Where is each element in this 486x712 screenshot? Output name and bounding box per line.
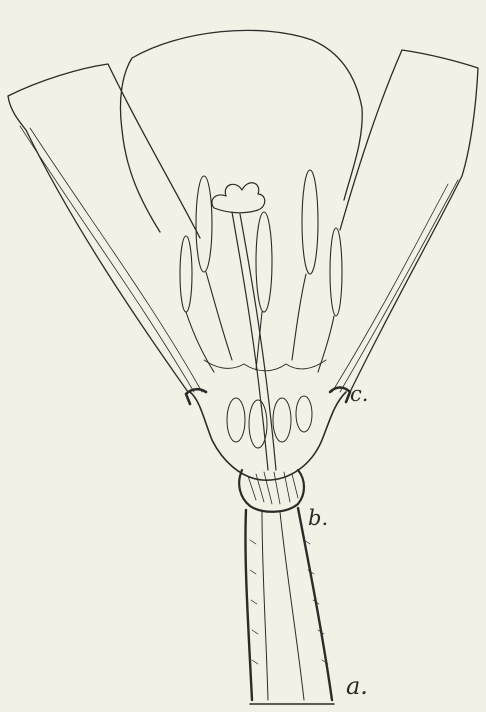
filament xyxy=(292,274,306,360)
style xyxy=(232,212,276,470)
ovule xyxy=(249,400,267,448)
stem-right-wall xyxy=(298,508,332,700)
left-petal xyxy=(8,64,200,392)
ovule xyxy=(227,398,245,442)
node-hatching xyxy=(248,472,298,504)
right-petal-vein xyxy=(332,180,458,392)
stem-inner-right xyxy=(280,512,304,700)
anther xyxy=(302,170,318,274)
receptacle-rim-left xyxy=(186,389,206,404)
ovule xyxy=(296,396,312,432)
filament xyxy=(206,272,232,360)
label-c: c. xyxy=(350,384,368,405)
anther xyxy=(256,212,272,312)
stem-left-wall xyxy=(245,510,252,700)
label-a: a. xyxy=(346,674,368,698)
left-petal-vein xyxy=(20,126,202,392)
stem-inner-left xyxy=(262,512,268,700)
label-b: b. xyxy=(308,508,328,529)
center-petal xyxy=(120,30,362,232)
anther xyxy=(180,236,192,312)
anther xyxy=(196,176,212,272)
ovule xyxy=(273,398,291,442)
stigma xyxy=(212,183,265,213)
anther xyxy=(330,228,342,316)
stem-shading xyxy=(250,540,328,664)
